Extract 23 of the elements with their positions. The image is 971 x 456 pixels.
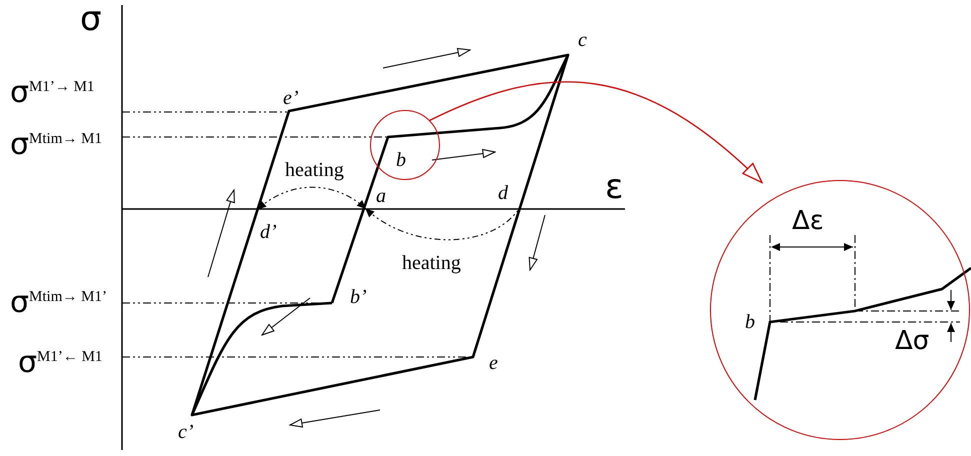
dimension-label: Δε xyxy=(792,208,824,234)
point-label: a xyxy=(376,186,386,206)
point-label: d’ xyxy=(260,222,277,242)
stress-label: σ$^{Mtim→ M1}$ xyxy=(10,130,102,160)
dimension-label: Δσ xyxy=(895,328,930,354)
magnifier-circle xyxy=(370,110,440,180)
point-label: b’ xyxy=(350,287,367,307)
axis-label: ε xyxy=(605,170,624,204)
axis-label: σ xyxy=(80,2,102,36)
point-label: e xyxy=(489,353,498,373)
point-label: c’ xyxy=(178,422,194,442)
stress-label: σ$^{M1’← M1}$ xyxy=(18,348,102,378)
point-label: e’ xyxy=(283,88,299,108)
point-label: d xyxy=(498,183,508,203)
magnifier-circle xyxy=(710,180,970,440)
stress-label: σ$^{Mtim→ M1’}$ xyxy=(10,288,107,318)
point-label: b xyxy=(396,150,406,170)
arrow xyxy=(429,81,763,184)
annotation-label: heating xyxy=(285,160,344,180)
stress-label: σ$^{M1’→ M1}$ xyxy=(10,78,94,108)
point-label: b xyxy=(745,312,755,332)
annotation-label: heating xyxy=(402,253,461,273)
point-label: c xyxy=(578,30,587,50)
